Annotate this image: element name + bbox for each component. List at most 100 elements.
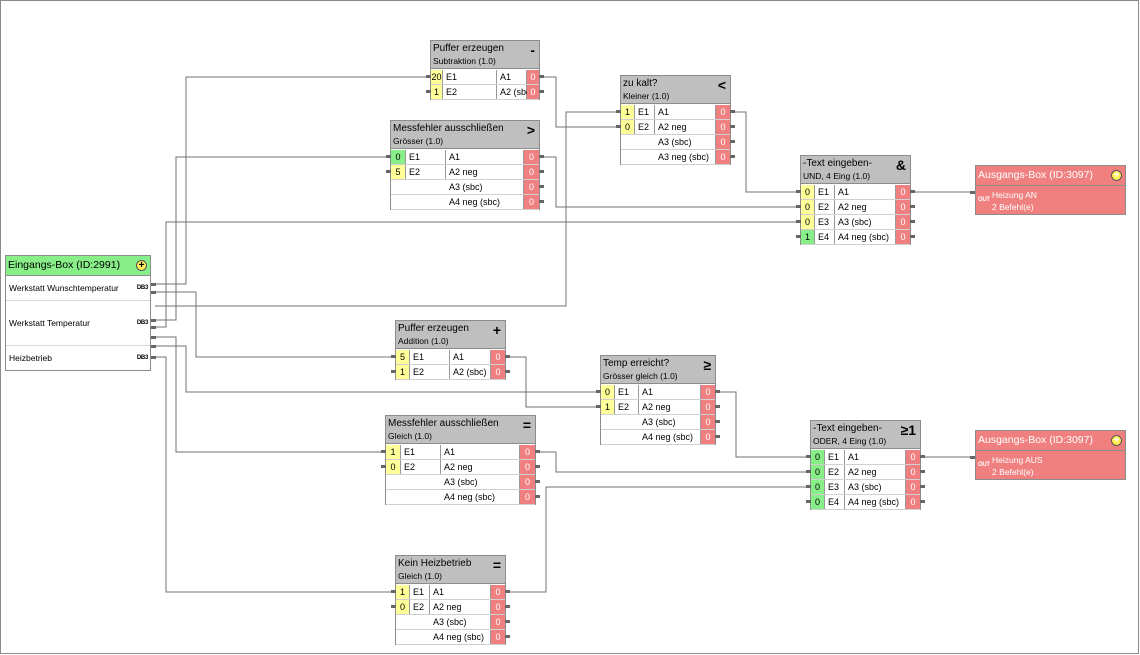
input-pin[interactable]: [596, 405, 601, 408]
entry-output-pin[interactable]: [151, 319, 156, 322]
output-pin[interactable]: [910, 220, 915, 223]
output-pin[interactable]: [535, 495, 540, 498]
output-pin[interactable]: [910, 205, 915, 208]
exit-box-header[interactable]: Ausgangs-Box (ID:3097) +: [976, 431, 1125, 451]
output-pin[interactable]: [539, 75, 544, 78]
logic-block-header[interactable]: Temp erreicht?Grösser gleich (1.0)≥: [601, 356, 715, 384]
input-value[interactable]: 5: [391, 165, 406, 179]
output-pin[interactable]: [539, 185, 544, 188]
input-pin[interactable]: [381, 465, 386, 468]
input-pin[interactable]: [391, 355, 396, 358]
output-pin[interactable]: [505, 620, 510, 623]
output-pin[interactable]: [715, 390, 720, 393]
input-value[interactable]: 20: [431, 70, 443, 84]
input-value[interactable]: 1: [431, 85, 443, 99]
output-pin[interactable]: [539, 90, 544, 93]
exit-box[interactable]: Ausgangs-Box (ID:3097) + OUT Heizung AUS…: [975, 430, 1126, 480]
output-pin[interactable]: [730, 125, 735, 128]
input-pin[interactable]: [386, 155, 391, 158]
output-pin[interactable]: [535, 450, 540, 453]
input-pin[interactable]: [391, 590, 396, 593]
input-value[interactable]: 1: [386, 445, 401, 459]
exit-box[interactable]: Ausgangs-Box (ID:3097) + OUT Heizung AN …: [975, 165, 1126, 215]
input-value[interactable]: 0: [801, 200, 815, 214]
output-pin[interactable]: [920, 485, 925, 488]
input-pin[interactable]: [806, 485, 811, 488]
input-value[interactable]: 1: [396, 585, 410, 599]
input-value[interactable]: 0: [811, 480, 825, 494]
input-value[interactable]: 0: [811, 495, 825, 509]
input-pin[interactable]: [806, 500, 811, 503]
input-value[interactable]: 0: [811, 450, 825, 464]
output-pin[interactable]: [910, 190, 915, 193]
logic-block-header[interactable]: -Text eingeben-ODER, 4 Eing (1.0)≥1: [811, 421, 920, 449]
output-pin[interactable]: [539, 200, 544, 203]
entry-output-pin[interactable]: [151, 345, 156, 348]
logic-block-header[interactable]: zu kalt?Kleiner (1.0)<: [621, 76, 730, 104]
input-value[interactable]: 0: [396, 600, 410, 614]
add-icon[interactable]: +: [136, 260, 147, 271]
add-icon[interactable]: +: [1111, 435, 1122, 446]
input-value[interactable]: 0: [801, 215, 815, 229]
input-pin[interactable]: [391, 605, 396, 608]
output-pin[interactable]: [730, 140, 735, 143]
input-pin[interactable]: [616, 125, 621, 128]
input-value[interactable]: 0: [621, 120, 635, 134]
entry-output-pin[interactable]: [151, 336, 156, 339]
input-pin[interactable]: [391, 370, 396, 373]
input-pin[interactable]: [381, 450, 386, 453]
input-value[interactable]: 0: [811, 465, 825, 479]
entry-output-pin[interactable]: [151, 326, 156, 329]
entry-box[interactable]: Eingangs-Box (ID:2991) + Werkstatt Wunsc…: [5, 255, 151, 371]
entry-output-pin[interactable]: [151, 283, 156, 286]
exit-box-header[interactable]: Ausgangs-Box (ID:3097) +: [976, 166, 1125, 186]
input-pin[interactable]: [796, 220, 801, 223]
output-pin[interactable]: [715, 405, 720, 408]
entry-output-pin[interactable]: [151, 291, 156, 294]
exit-input-pin[interactable]: [970, 191, 975, 194]
input-pin[interactable]: [806, 455, 811, 458]
entry-output-pin[interactable]: [151, 356, 156, 359]
output-pin[interactable]: [715, 420, 720, 423]
output-pin[interactable]: [730, 155, 735, 158]
output-pin[interactable]: [730, 110, 735, 113]
output-pin[interactable]: [505, 605, 510, 608]
output-pin[interactable]: [535, 480, 540, 483]
input-value[interactable]: 1: [621, 105, 635, 119]
input-pin[interactable]: [796, 190, 801, 193]
input-pin[interactable]: [796, 205, 801, 208]
input-pin[interactable]: [806, 470, 811, 473]
output-pin[interactable]: [910, 235, 915, 238]
output-pin[interactable]: [539, 155, 544, 158]
output-pin[interactable]: [539, 170, 544, 173]
output-pin[interactable]: [505, 590, 510, 593]
input-value[interactable]: 0: [391, 150, 406, 164]
add-icon[interactable]: +: [1111, 170, 1122, 181]
input-pin[interactable]: [596, 390, 601, 393]
output-pin[interactable]: [505, 370, 510, 373]
input-value[interactable]: 5: [396, 350, 410, 364]
input-value[interactable]: 1: [601, 400, 615, 414]
input-pin[interactable]: [796, 235, 801, 238]
output-pin[interactable]: [715, 435, 720, 438]
input-value[interactable]: 1: [801, 230, 815, 244]
output-pin[interactable]: [535, 465, 540, 468]
logic-block-header[interactable]: -Text eingeben-UND, 4 Eing (1.0)&: [801, 156, 910, 184]
input-value[interactable]: 1: [396, 365, 410, 379]
entry-box-header[interactable]: Eingangs-Box (ID:2991) +: [6, 256, 150, 276]
input-pin[interactable]: [426, 90, 431, 93]
input-pin[interactable]: [616, 110, 621, 113]
